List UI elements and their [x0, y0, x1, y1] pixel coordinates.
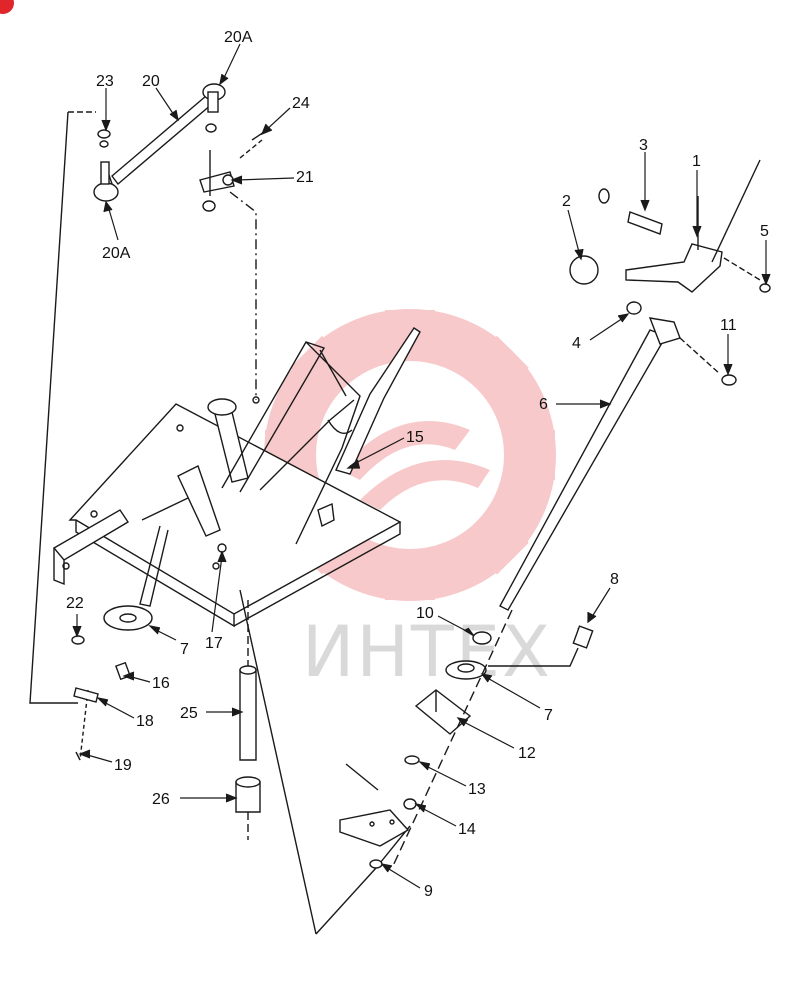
callout-20a-top: 20A [224, 29, 253, 46]
callout-7-left: 7 [180, 641, 189, 658]
callout-5: 5 [760, 223, 769, 240]
callout-26: 26 [152, 791, 170, 808]
pivot-plate-7-left [103, 497, 189, 631]
callout-25: 25 [180, 705, 198, 722]
drawing-lines [29, 83, 771, 935]
nut-9 [369, 859, 383, 869]
callout-14: 14 [458, 821, 476, 838]
callout-8: 8 [610, 571, 619, 588]
callout-15: 15 [406, 429, 424, 446]
callout-3: 3 [639, 137, 648, 154]
callout-labels: 1 2 3 4 5 6 7 7 8 9 10 11 12 13 14 15 16… [66, 29, 769, 900]
callout-18: 18 [136, 713, 154, 730]
callout-12: 12 [518, 745, 536, 762]
floor-plate [339, 809, 410, 847]
arm-18 [73, 687, 99, 703]
callout-19: 19 [114, 757, 132, 774]
callout-2: 2 [562, 193, 571, 210]
bolt-8 [572, 625, 594, 649]
tie-rod-20 [93, 83, 226, 202]
washer-10 [472, 631, 492, 645]
nut-22 [71, 635, 85, 645]
shaft-6 [499, 301, 737, 611]
washer-4 [626, 301, 642, 315]
callout-4: 4 [572, 335, 581, 352]
base-plate [52, 341, 402, 628]
callout-17: 17 [205, 635, 223, 652]
pin-19 [75, 751, 81, 761]
pivot-plate-7-right [445, 660, 487, 680]
nut-14 [403, 798, 417, 810]
knob-2 [569, 255, 599, 285]
leader-lines [72, 43, 771, 889]
pin-3 [627, 211, 663, 235]
nut-5 [759, 283, 771, 293]
callout-9: 9 [424, 883, 433, 900]
shaft-25 [239, 669, 257, 761]
callout-20: 20 [142, 73, 160, 90]
callout-16: 16 [152, 675, 170, 692]
callout-21: 21 [296, 169, 314, 186]
nut-13 [404, 755, 420, 765]
corner-logo-badge [0, 0, 14, 14]
washer-11 [721, 374, 737, 386]
watermark-text: ИНТЕХ [302, 611, 552, 693]
callout-20a-bottom: 20A [102, 245, 131, 262]
callout-23: 23 [96, 73, 114, 90]
callout-6: 6 [539, 396, 548, 413]
shift-lever-1 [569, 159, 771, 293]
callout-22: 22 [66, 595, 84, 612]
callout-10: 10 [416, 605, 434, 622]
callout-13: 13 [468, 781, 486, 798]
callout-24: 24 [292, 95, 310, 112]
bracket-12 [414, 689, 472, 735]
callout-7-right: 7 [544, 707, 553, 724]
lever-21 [199, 127, 271, 212]
lever-rod-15 [335, 327, 421, 475]
callout-1: 1 [692, 153, 701, 170]
callout-11: 11 [720, 317, 737, 334]
